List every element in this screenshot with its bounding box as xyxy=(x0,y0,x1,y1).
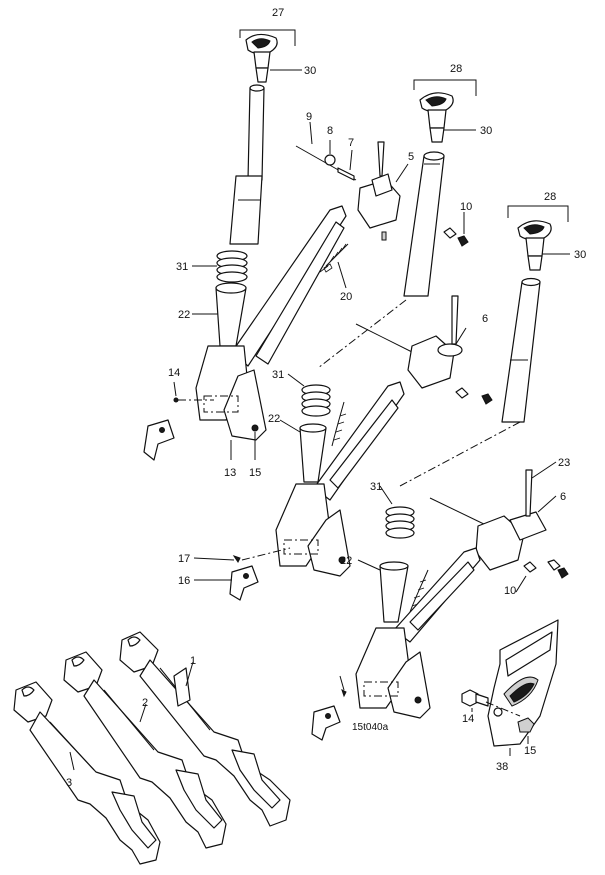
callout-14: 14 xyxy=(462,713,474,725)
spring-part-31 xyxy=(216,250,248,283)
callout-labels: 27 30 28 30 9 8 7 5 10 28 30 31 20 22 6 … xyxy=(66,7,586,789)
callout-13: 13 xyxy=(224,467,236,479)
callout-28: 28 xyxy=(544,191,556,203)
cover-plate-part-38 xyxy=(461,619,559,756)
callout-27: 27 xyxy=(272,7,284,19)
complete-arm-part-2 xyxy=(63,651,227,849)
callout-30: 30 xyxy=(480,125,492,137)
callout-3: 3 xyxy=(66,777,72,789)
drawing-code: 15t040a xyxy=(352,722,389,733)
callout-22: 22 xyxy=(178,309,190,321)
callout-20: 20 xyxy=(340,291,352,303)
callout-10: 10 xyxy=(504,585,516,597)
complete-arm-part-3 xyxy=(13,681,161,865)
callout-31: 31 xyxy=(272,369,284,381)
callout-1: 1 xyxy=(190,655,196,667)
callout-38: 38 xyxy=(496,761,508,773)
handle-grip-part-30 xyxy=(245,33,278,83)
callout-6: 6 xyxy=(482,313,488,325)
callout-31: 31 xyxy=(176,261,188,273)
callout-5: 5 xyxy=(408,151,414,163)
callout-6: 6 xyxy=(560,491,566,503)
callout-14: 14 xyxy=(168,367,180,379)
callout-30: 30 xyxy=(304,65,316,77)
callout-28: 28 xyxy=(450,63,462,75)
callout-31: 31 xyxy=(370,481,382,493)
callout-17: 17 xyxy=(178,553,190,565)
callout-16: 16 xyxy=(178,575,190,587)
callout-7: 7 xyxy=(348,137,354,149)
pivot-bracket-part-5 xyxy=(295,121,469,369)
callout-9: 9 xyxy=(306,111,312,123)
callout-10: 10 xyxy=(460,201,472,213)
callout-22: 22 xyxy=(340,555,352,567)
callout-15: 15 xyxy=(249,467,261,479)
callout-23: 23 xyxy=(558,457,570,469)
callout-15: 15 xyxy=(524,745,536,757)
callout-30: 30 xyxy=(574,249,586,261)
callout-22: 22 xyxy=(268,413,280,425)
lift-arm-assembly-left xyxy=(143,29,349,461)
callout-2: 2 xyxy=(142,697,148,709)
callout-8: 8 xyxy=(327,125,333,137)
lift-arm-assembly-right xyxy=(311,205,570,741)
lift-arm-assembly-middle xyxy=(193,79,521,601)
complete-arm-part-1 xyxy=(119,631,291,827)
